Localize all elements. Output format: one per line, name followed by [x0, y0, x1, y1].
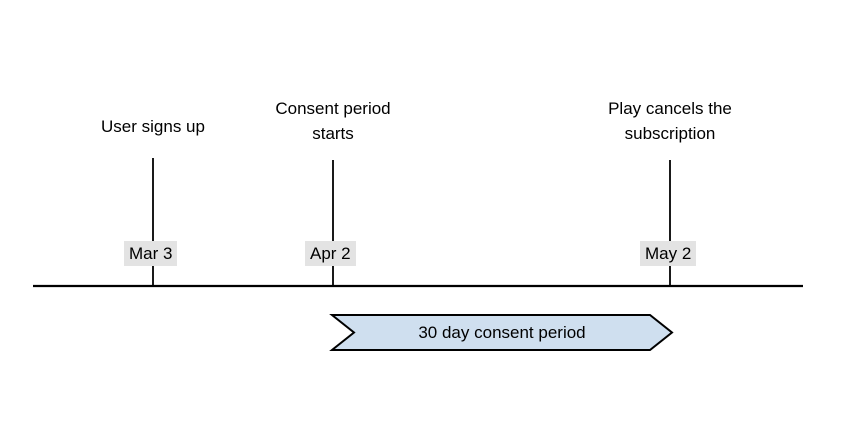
consent-period-band-shape[interactable]: [329, 314, 674, 351]
date-chip-cancel[interactable]: May 2: [640, 241, 697, 266]
date-chip-consent-start[interactable]: Apr 2: [305, 241, 356, 266]
date-chip-signup[interactable]: Mar 3: [124, 241, 178, 266]
milestone-label-cancel: Play cancels the subscription: [608, 99, 732, 143]
milestone-label-consent-start: Consent period starts: [275, 99, 391, 143]
consent-period-band-label: 30 day consent period: [418, 323, 586, 342]
milestone-label-signup: User signs up: [101, 117, 205, 136]
